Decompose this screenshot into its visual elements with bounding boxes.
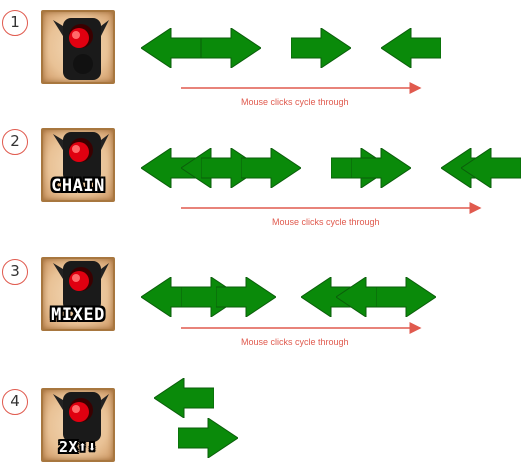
traffic-light-icon <box>41 10 115 84</box>
traffic-light-graphic <box>53 132 109 182</box>
traffic-light-graphic <box>53 261 109 311</box>
traffic-light-mixed-icon: MIXED <box>41 257 115 331</box>
traffic-light-graphic <box>53 392 109 442</box>
green-arrow-icon <box>141 28 441 68</box>
caption-section-2: Mouse clicks cycle through <box>272 217 380 227</box>
green-arrow-icon <box>141 277 436 317</box>
step-number-2: 2 <box>2 129 28 155</box>
caption-section-3: Mouse clicks cycle through <box>241 337 349 347</box>
icon-label: 2X⬆⬇ <box>58 438 98 456</box>
green-arrow-icon <box>141 148 521 188</box>
traffic-light-chain-icon: CHAIN <box>41 128 115 202</box>
traffic-light-graphic <box>53 18 109 80</box>
caption-section-1: Mouse clicks cycle through <box>241 97 349 107</box>
traffic-light-2x-icon: 2X⬆⬇ <box>41 388 115 462</box>
step-number-3: 3 <box>2 259 28 285</box>
step-number-1: 1 <box>2 10 28 36</box>
green-arrow-icon <box>154 378 238 458</box>
icon-label: CHAIN <box>51 176 105 196</box>
step-number-4: 4 <box>2 389 28 415</box>
icon-label: MIXED <box>51 305 105 325</box>
